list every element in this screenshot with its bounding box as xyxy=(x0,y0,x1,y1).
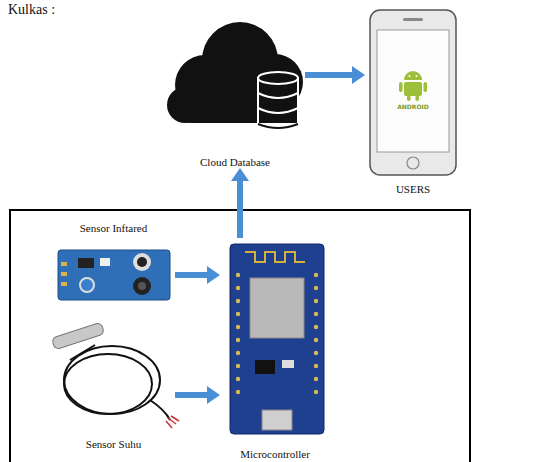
arrow-head xyxy=(231,168,249,181)
node-label: Sensor Inftared xyxy=(52,222,175,234)
temperature-probe-icon xyxy=(64,345,170,420)
cloud-node: Cloud Database xyxy=(165,8,305,168)
phone-icon xyxy=(370,10,456,175)
infrared-sensor-icon xyxy=(58,250,170,300)
arrow-head xyxy=(207,386,220,404)
microcontroller-node: Microcontroller xyxy=(220,238,330,460)
flow-arrow xyxy=(305,66,365,84)
node-label: Sensor Suhu xyxy=(52,438,175,450)
heading-fragment: Kulkas : xyxy=(8,2,55,18)
arrow-shaft xyxy=(237,180,243,238)
sensor-node: Sensor Suhu xyxy=(52,318,175,450)
arrow-shaft xyxy=(305,72,353,78)
cloud-icon xyxy=(167,22,303,123)
arrow-shaft xyxy=(175,272,208,278)
node-label: Microcontroller xyxy=(220,448,330,460)
arrow-head xyxy=(207,266,220,284)
arrow-head xyxy=(352,66,365,84)
logo-text: ANDROID xyxy=(397,103,429,110)
device-frame xyxy=(10,210,470,462)
sensor-node: Sensor Inftared xyxy=(52,222,175,306)
phone-node: USERS xyxy=(365,5,461,195)
flow-arrow xyxy=(231,168,249,238)
microcontroller-board xyxy=(230,244,324,434)
arrow-shaft xyxy=(175,392,208,398)
database-icon xyxy=(258,72,298,128)
node-label: Cloud Database xyxy=(165,156,305,168)
flow-arrow xyxy=(175,266,220,284)
node-label: USERS xyxy=(365,183,461,195)
flow-arrow xyxy=(175,386,220,404)
probe-tip xyxy=(51,322,179,428)
